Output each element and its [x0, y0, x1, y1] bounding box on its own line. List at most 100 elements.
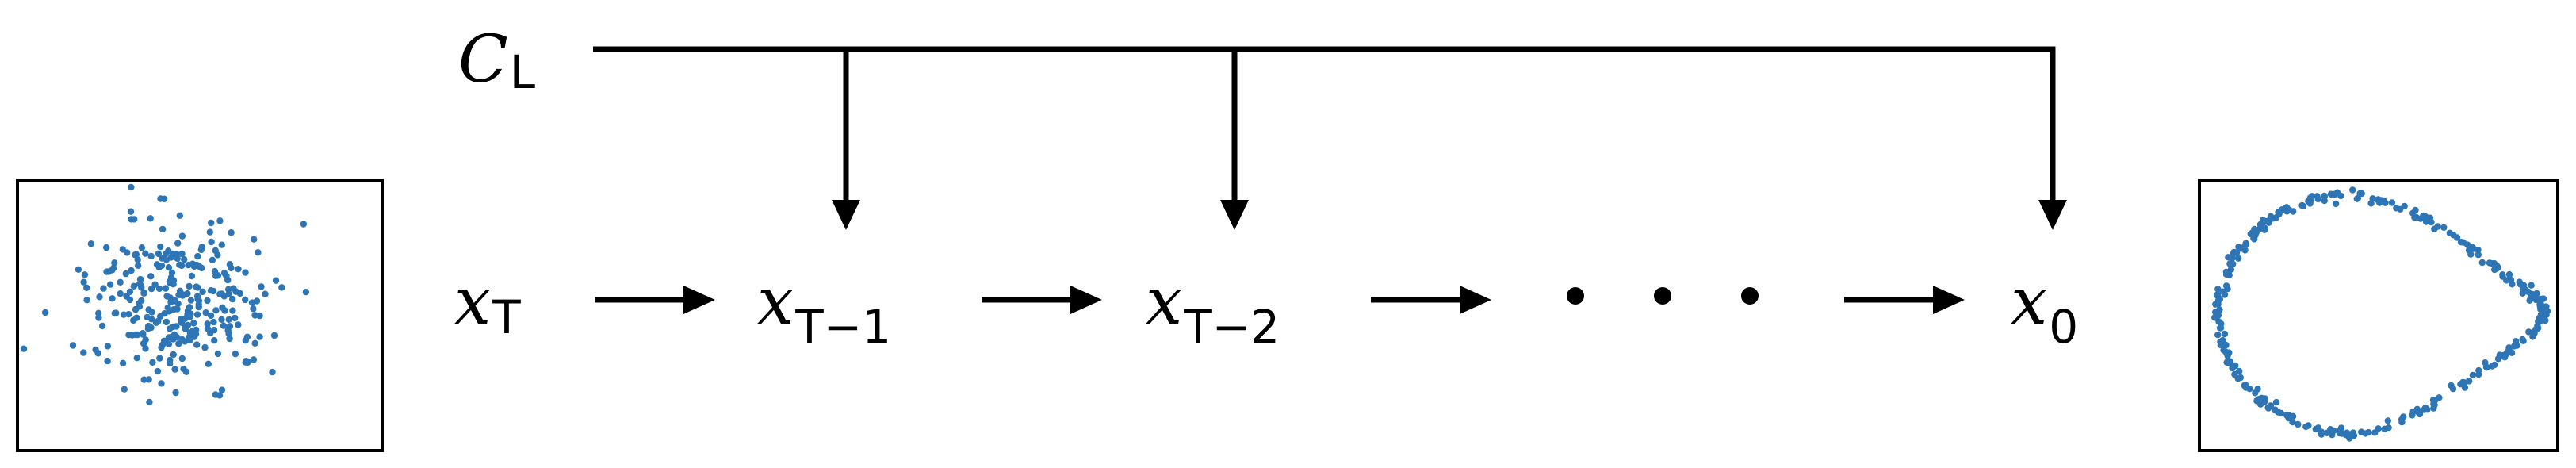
ring-point — [2272, 398, 2280, 406]
noise-point — [176, 261, 183, 268]
ring-point — [2538, 302, 2546, 309]
noise-point — [157, 195, 164, 202]
noise-point — [228, 229, 235, 236]
ring-point — [2241, 382, 2248, 389]
noise-point — [198, 264, 205, 272]
noise-point — [226, 335, 233, 343]
noise-point — [87, 240, 95, 247]
noise-point — [270, 332, 278, 339]
noise-point — [111, 259, 118, 267]
noise-point — [139, 330, 147, 337]
noise-point — [197, 246, 205, 254]
ring-point — [2221, 330, 2229, 338]
ring-point — [2367, 200, 2375, 207]
noise-point — [153, 261, 161, 268]
noise-point — [135, 262, 142, 269]
noise-point — [187, 297, 195, 304]
ring-point — [2521, 286, 2528, 293]
ring-point — [2353, 195, 2360, 202]
noise-point — [130, 282, 137, 290]
noise-point — [182, 325, 189, 332]
noise-point — [174, 300, 182, 308]
noise-point — [179, 292, 186, 299]
ring-point — [2275, 409, 2282, 416]
noise-point — [204, 320, 211, 328]
noise-point — [127, 208, 135, 215]
noise-point — [165, 264, 173, 271]
ring-point — [2230, 260, 2237, 267]
noise-point — [278, 284, 285, 291]
noise-scatter-panel — [16, 179, 384, 452]
condition-arrowhead-x0 — [2038, 200, 2067, 230]
noise-point — [106, 281, 114, 288]
noise-point — [205, 360, 212, 367]
noise-point — [20, 345, 28, 352]
noise-point — [186, 282, 193, 290]
ellipsis-dot-1 — [1567, 287, 1584, 305]
noise-point — [220, 293, 228, 300]
ring-point — [2305, 198, 2312, 205]
noise-point — [168, 269, 176, 277]
ring-point — [2384, 417, 2391, 424]
ring-point — [2211, 314, 2218, 321]
noise-point — [130, 316, 137, 324]
noise-point — [109, 267, 116, 274]
ring-point — [2489, 363, 2496, 370]
noise-point — [113, 309, 120, 316]
noise-point — [242, 296, 249, 304]
noise-point — [201, 343, 209, 351]
ring-point — [2252, 389, 2259, 397]
noise-point — [121, 386, 128, 393]
noise-point — [220, 322, 228, 329]
noise-point — [167, 356, 174, 364]
noise-point — [216, 392, 224, 399]
state-label-xT: xT — [454, 264, 521, 344]
ring-point — [2401, 202, 2408, 210]
noise-point — [176, 212, 183, 219]
noise-point — [136, 300, 143, 307]
condition-arrowhead-xT2 — [1220, 200, 1249, 230]
chain-arrowhead-4 — [1933, 286, 1965, 314]
noise-point — [167, 254, 175, 261]
ring-point — [2285, 206, 2293, 213]
noise-point — [131, 216, 138, 223]
ring-point — [2349, 186, 2356, 194]
noise-point — [174, 240, 182, 247]
noise-point — [189, 260, 197, 267]
ring-point — [2321, 192, 2328, 200]
ring-point — [2225, 254, 2232, 261]
noise-point — [242, 337, 249, 344]
noise-point — [220, 270, 228, 277]
ring-point — [2475, 246, 2482, 254]
ring-point — [2525, 328, 2532, 336]
noise-point — [242, 269, 249, 276]
ring-point — [2482, 363, 2490, 370]
ring-point — [2223, 359, 2230, 366]
chain-arrowhead-1 — [683, 286, 715, 314]
noise-point — [272, 277, 280, 284]
ring-point — [2298, 201, 2306, 209]
ring-point — [2417, 215, 2425, 222]
ring-point — [2509, 281, 2516, 288]
noise-point — [140, 339, 147, 347]
ring-point — [2449, 386, 2457, 393]
ring-point — [2235, 244, 2242, 251]
ring-point — [2337, 427, 2344, 434]
noise-point — [193, 341, 201, 348]
ring-point — [2233, 249, 2241, 256]
ring-point — [2398, 416, 2406, 424]
ring-point — [2251, 236, 2258, 243]
ring-point — [2540, 295, 2547, 302]
ellipsis-dots — [1567, 287, 1759, 305]
noise-point — [126, 288, 134, 295]
ring-point — [2388, 199, 2396, 206]
ring-point — [2393, 205, 2400, 212]
noise-points — [20, 183, 310, 406]
noise-point — [147, 273, 155, 280]
noise-point — [170, 305, 178, 313]
noise-point — [128, 332, 136, 339]
ring-point — [2264, 405, 2272, 412]
noise-point — [94, 350, 101, 357]
chain-arrowhead-2 — [1070, 286, 1102, 314]
ring-point — [2499, 271, 2506, 278]
